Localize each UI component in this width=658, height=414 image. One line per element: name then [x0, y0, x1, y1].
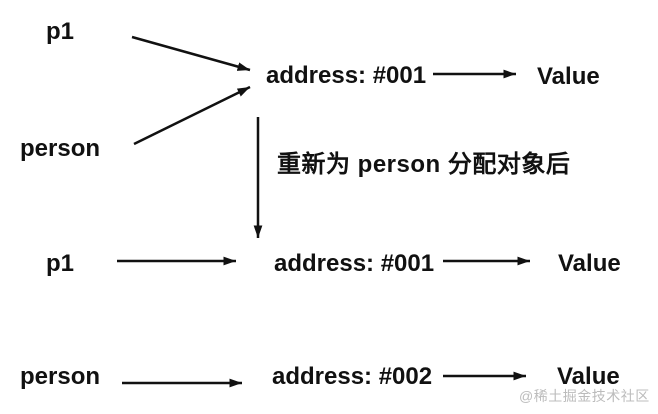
label-address-001-bottom: address: #001	[274, 250, 435, 277]
label-person-bottom: person	[20, 363, 101, 390]
label-p1-top: p1	[46, 18, 75, 45]
watermark-juejin: @稀土掘金技术社区	[519, 388, 650, 404]
label-value-bottom: Value	[557, 363, 620, 390]
label-value-middle: Value	[558, 250, 621, 277]
label-address-001-top: address: #001	[266, 62, 427, 89]
label-person-top: person	[20, 135, 101, 162]
arrow-p1-to-address001-top	[131, 35, 251, 72]
label-address-002: address: #002	[272, 363, 433, 390]
label-p1-bottom: p1	[46, 250, 75, 277]
label-transition-caption: 重新为 person 分配对象后	[277, 151, 571, 178]
arrow-person-to-address001-top	[133, 85, 251, 146]
label-value-top: Value	[537, 63, 600, 90]
